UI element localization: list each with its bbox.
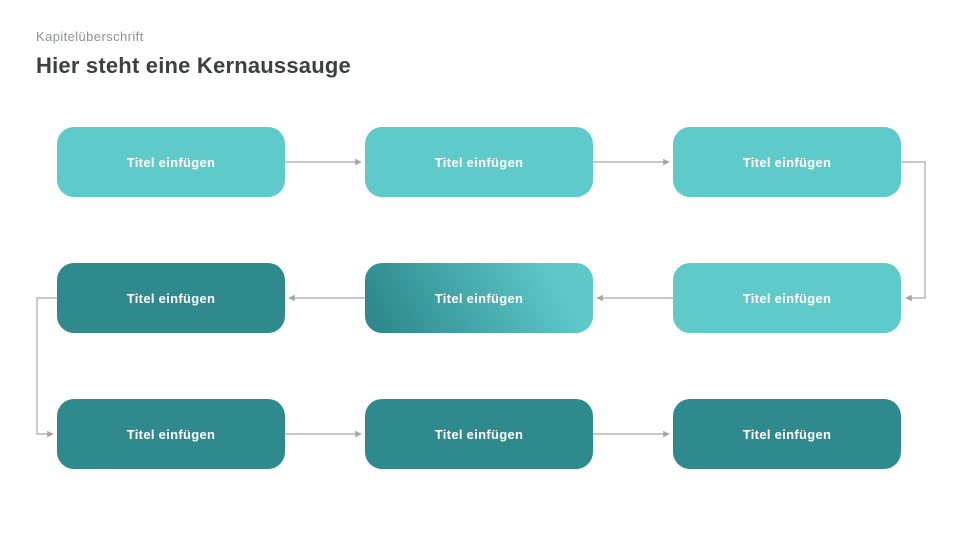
flow-box-r3c3[interactable]: Titel einfügen — [673, 399, 901, 469]
flow-box-r2c3[interactable]: Titel einfügen — [673, 263, 901, 333]
flow-box-r3c1[interactable]: Titel einfügen — [57, 399, 285, 469]
flow-box-label: Titel einfügen — [742, 426, 832, 442]
flow-box-label: Titel einfügen — [434, 290, 524, 306]
page-title: Hier steht eine Kernaussauge — [36, 53, 351, 78]
flow-box-label: Titel einfügen — [126, 154, 216, 170]
flow-box-label: Titel einfügen — [742, 290, 832, 306]
flow-box-r3c2[interactable]: Titel einfügen — [365, 399, 593, 469]
chapter-heading: Kapitelüberschrift — [36, 29, 144, 44]
flow-box-r1c3[interactable]: Titel einfügen — [673, 127, 901, 197]
flow-box-r2c2[interactable]: Titel einfügen — [365, 263, 593, 333]
connector-elbow-r2c1-r3c1 — [36, 297, 57, 438]
flow-box-label: Titel einfügen — [434, 426, 524, 442]
flow-box-label: Titel einfügen — [126, 290, 216, 306]
flow-box-label: Titel einfügen — [434, 154, 524, 170]
flow-box-r1c1[interactable]: Titel einfügen — [57, 127, 285, 197]
flow-box-r2c1[interactable]: Titel einfügen — [57, 263, 285, 333]
flow-box-r1c2[interactable]: Titel einfügen — [365, 127, 593, 197]
flow-box-label: Titel einfügen — [126, 426, 216, 442]
flow-box-label: Titel einfügen — [742, 154, 832, 170]
connector-elbow-r1c3-r2c3 — [901, 161, 926, 302]
